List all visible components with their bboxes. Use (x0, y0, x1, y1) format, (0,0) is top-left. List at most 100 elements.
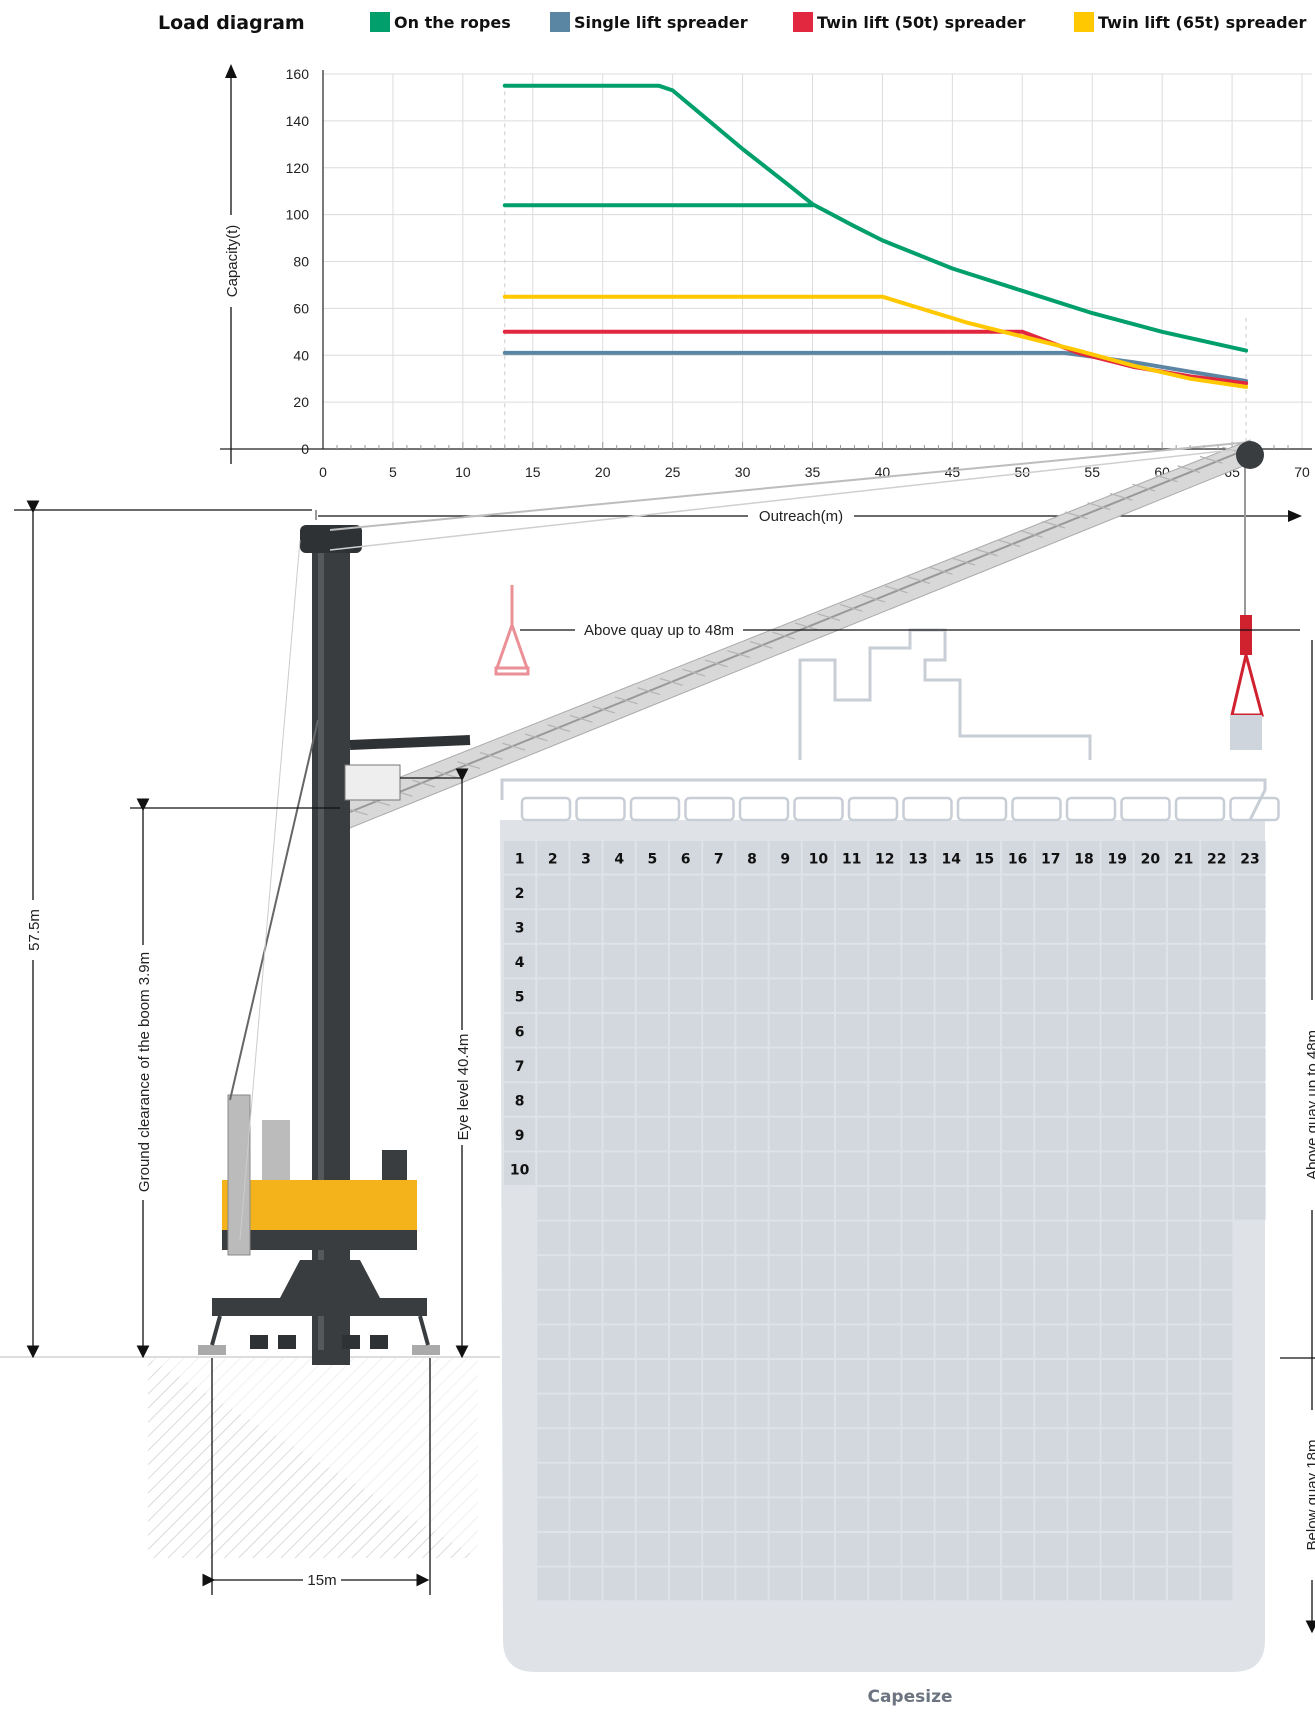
container-slot (736, 1429, 768, 1462)
container-slot (935, 1394, 967, 1428)
container-slot (1201, 875, 1233, 909)
container-header-cell (968, 841, 1000, 874)
container-slot (968, 1325, 1000, 1358)
container-slot (670, 979, 702, 1012)
boom-lattice-strut (412, 779, 436, 788)
container-slot (769, 1360, 801, 1393)
container-slot (636, 1360, 668, 1393)
container-slot (1101, 1152, 1133, 1185)
boom-lattice-strut (974, 548, 998, 557)
x-tick-label: 50 (1014, 464, 1030, 480)
container-slot (802, 1360, 834, 1393)
container-slot (570, 1014, 602, 1047)
container-slot (703, 1048, 735, 1082)
container-slot (968, 1117, 1000, 1151)
boom-lattice-strut (704, 659, 728, 668)
container-slot (703, 1290, 735, 1324)
container-slot (603, 1429, 635, 1462)
container-slot (703, 1117, 735, 1151)
container-slot (869, 1048, 901, 1082)
x-axis-arrowhead (1288, 510, 1302, 522)
container-slot (1068, 1394, 1100, 1428)
chart-series (502, 83, 1249, 389)
container-slot (1002, 1014, 1034, 1047)
container-slot (703, 1394, 735, 1428)
total-height-label: 57.5m (26, 909, 43, 951)
hatch-cover (1065, 796, 1117, 822)
container-slot (1168, 1152, 1200, 1185)
grid-column-number: 21 (1174, 851, 1193, 867)
legend-swatch (370, 12, 390, 32)
container-slot (1134, 1360, 1166, 1393)
container-slot (968, 1048, 1000, 1082)
container-slot (703, 1083, 735, 1116)
container-header-cell (1035, 841, 1067, 874)
container-slot (670, 1429, 702, 1462)
container-slot (703, 1014, 735, 1047)
container-slot (869, 944, 901, 978)
boom-lattice-strut (479, 751, 503, 760)
container-slot (537, 1463, 569, 1497)
y-tick-label: 60 (293, 300, 309, 316)
container-slot (537, 1567, 569, 1601)
container-slot (902, 1394, 934, 1428)
container-slot (836, 910, 868, 943)
grid-row-number: 4 (515, 955, 525, 971)
container-slot (670, 1048, 702, 1082)
container-slot (636, 1429, 668, 1462)
container-slot (537, 1083, 569, 1116)
container-slot (1201, 944, 1233, 978)
x-axis-label: Outreach(m) (759, 508, 843, 525)
container-slot (902, 1152, 934, 1185)
container-slot (670, 1463, 702, 1497)
crane-undercarriage (212, 1298, 427, 1316)
container-slot (1002, 1325, 1034, 1358)
container-slot (1101, 1048, 1133, 1082)
right-above-quay-label: Above quay up to 48m (1304, 1030, 1315, 1180)
container-slot (1101, 875, 1133, 909)
container-header-cell (1234, 841, 1266, 874)
below-quay-label: Below quay 18m (1304, 1440, 1315, 1551)
container-slot (537, 910, 569, 943)
container-slot (902, 1014, 934, 1047)
container-slot (537, 1360, 569, 1393)
container-slot (836, 1360, 868, 1393)
container-slot (1002, 1152, 1034, 1185)
container-slot (603, 1290, 635, 1324)
container-slot (968, 1463, 1000, 1497)
container-slot (670, 1117, 702, 1151)
container-slot (670, 1533, 702, 1566)
container-slot (769, 1498, 801, 1531)
y-tick-label: 20 (293, 394, 309, 410)
container-slot (935, 1187, 967, 1220)
container-slot (1035, 1256, 1067, 1289)
container-slot (869, 1394, 901, 1428)
container-slot (670, 1083, 702, 1116)
container-slot (603, 875, 635, 909)
boom-lattice-strut (997, 539, 1021, 548)
container-slot (935, 1221, 967, 1255)
container-slot (902, 1187, 934, 1220)
container-slot (1201, 1498, 1233, 1531)
container-slot (670, 1187, 702, 1220)
container-slot (1134, 1463, 1166, 1497)
container-slot (736, 1290, 768, 1324)
container-slot (670, 1221, 702, 1255)
grid-column-number: 22 (1207, 851, 1226, 867)
container-slot (836, 1187, 868, 1220)
grid-column-number: 1 (515, 851, 525, 867)
grid-column-number: 13 (908, 851, 927, 867)
boom-lattice-strut (1154, 474, 1178, 483)
container-slot (603, 1463, 635, 1497)
container-slot (968, 910, 1000, 943)
container-slot (1201, 1429, 1233, 1462)
legend-item-single-lift: Single lift spreader (550, 12, 748, 32)
container-slot (736, 1014, 768, 1047)
container-slot (769, 1394, 801, 1428)
y-tick-label: 0 (301, 441, 309, 457)
container-slot (968, 1429, 1000, 1462)
x-tick-label: 70 (1294, 464, 1310, 480)
chart-grid (323, 73, 1312, 449)
container-slot (1101, 1083, 1133, 1116)
container-slot (603, 1360, 635, 1393)
